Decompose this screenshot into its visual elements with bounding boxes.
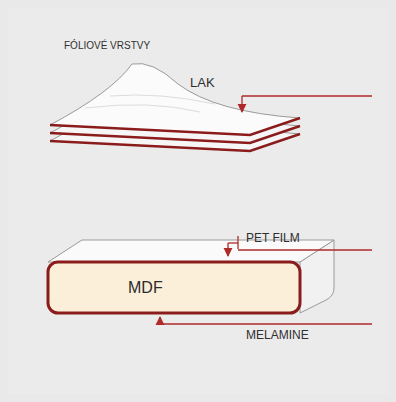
part-label: FÓLIOVÉ VRSTVY <box>64 40 150 51</box>
board-node: MDF <box>48 262 300 313</box>
part-label: LAK <box>190 76 215 90</box>
mdf-board <box>48 240 334 313</box>
leader-line <box>228 243 238 256</box>
panel <box>8 8 388 394</box>
leader-line <box>242 96 372 112</box>
leader-line <box>160 317 372 324</box>
foil-layers <box>50 63 300 151</box>
part-label: MELAMINE <box>246 329 309 342</box>
part-label: PET FILM <box>246 232 300 245</box>
material-name: MDF <box>128 279 163 297</box>
